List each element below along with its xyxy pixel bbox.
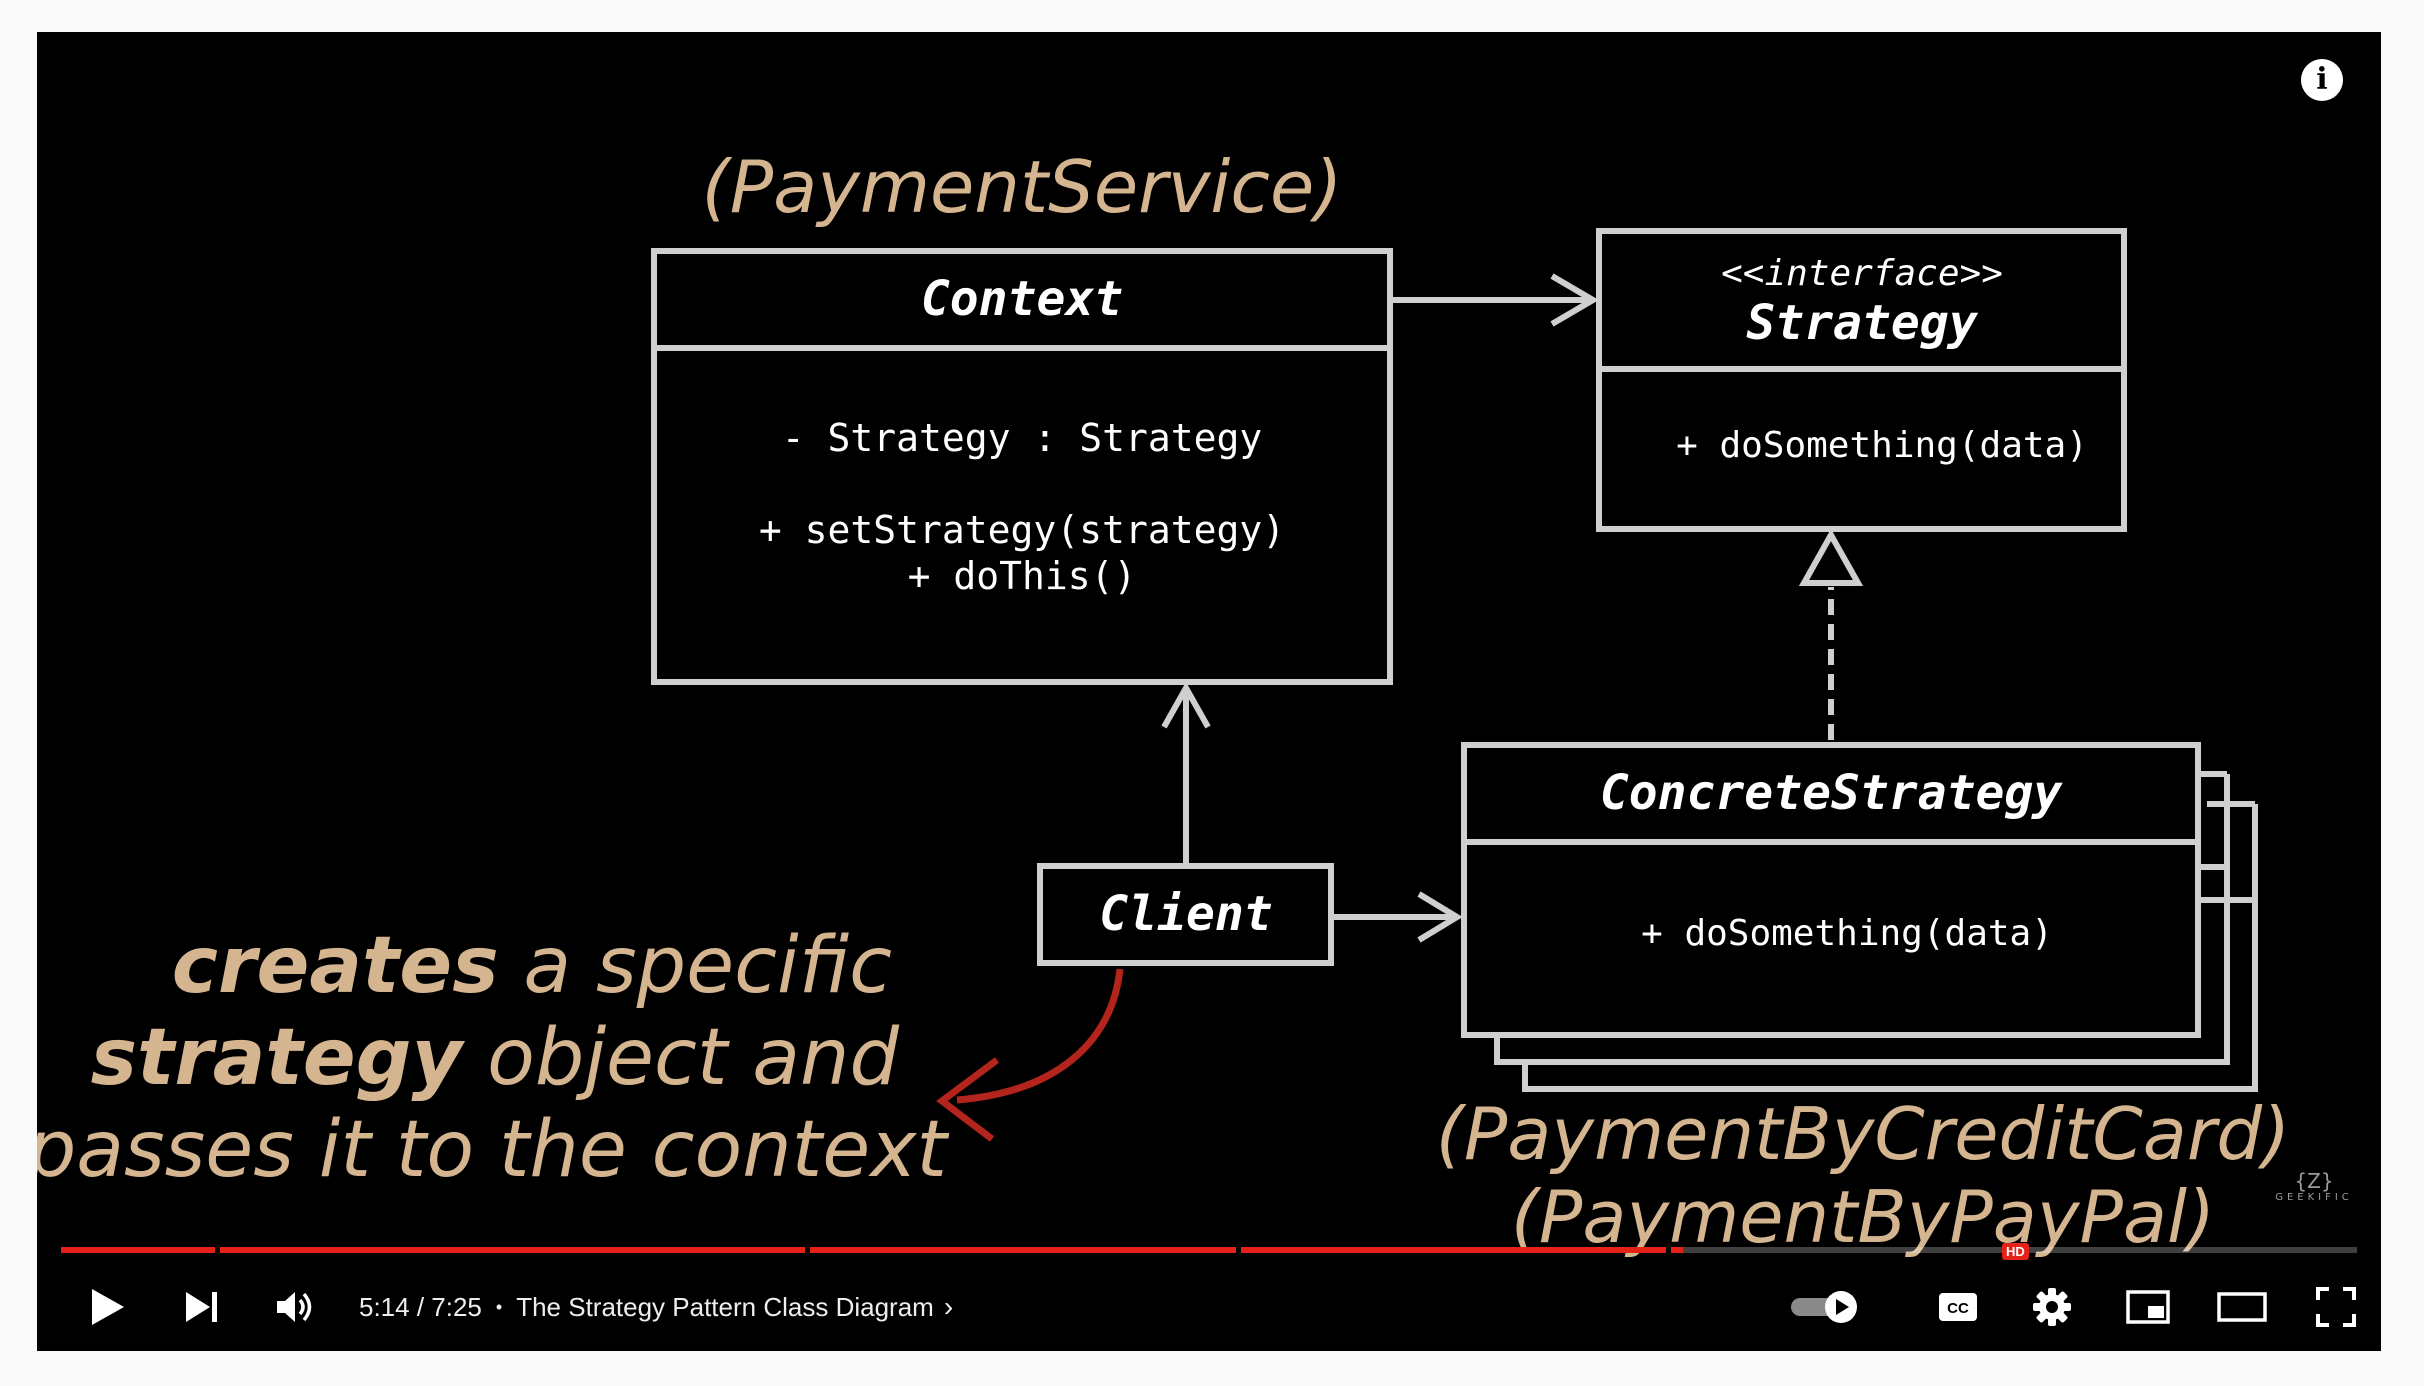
- channel-watermark[interactable]: {Z} GEEKIFIC: [2269, 1170, 2359, 1203]
- play-button[interactable]: [73, 1272, 143, 1342]
- chevron-right-icon[interactable]: ›: [943, 1291, 954, 1322]
- settings-button[interactable]: [2017, 1272, 2087, 1342]
- client-class-title: Client: [1099, 886, 1272, 942]
- volume-button[interactable]: [261, 1272, 331, 1342]
- concrete-strategy-title: ConcreteStrategy: [1600, 765, 2063, 821]
- progress-played-fill: [1670, 1247, 1684, 1253]
- watermark-text: GEEKIFIC: [2275, 1192, 2353, 1203]
- fullscreen-icon: [2316, 1287, 2356, 1327]
- context-class-title: Context: [921, 271, 1123, 327]
- progress-played-fill: [1241, 1247, 1666, 1253]
- annotation-line-3: passes it to the context: [37, 1105, 949, 1195]
- progress-chapter-segment[interactable]: [1241, 1247, 1666, 1253]
- annotation-line-2: strategy object and: [91, 1013, 900, 1103]
- strategy-method: + doSomething(data): [1676, 425, 2088, 466]
- settings-icon: [2033, 1288, 2071, 1326]
- context-method-set-strategy: + setStrategy(strategy): [759, 508, 1285, 552]
- context-class-box: Context - Strategy : Strategy + setStrat…: [651, 248, 1393, 685]
- progress-chapter-segment[interactable]: [809, 1247, 1237, 1253]
- concrete-strategy-stack: [1494, 771, 2258, 1092]
- play-icon: [92, 1289, 124, 1325]
- progress-chapter-segment[interactable]: [61, 1247, 215, 1253]
- context-method-do-this: + doThis(): [908, 554, 1137, 598]
- strategy-stereotype: <<interface>>: [1721, 253, 2003, 294]
- realization-arrow: [1798, 528, 1864, 740]
- theater-mode-icon: [2217, 1292, 2267, 1322]
- concrete-strategy-method: + doSomething(data): [1641, 913, 2053, 954]
- context-service-label: (PaymentService): [702, 145, 1343, 229]
- next-button[interactable]: [167, 1272, 237, 1342]
- captions-button[interactable]: CC: [1923, 1272, 1993, 1342]
- autoplay-toggle-icon: [1791, 1291, 1857, 1323]
- context-field: - Strategy : Strategy: [782, 416, 1262, 460]
- strategy-interface-box: <<interface>> Strategy + doSomething(dat…: [1596, 228, 2127, 532]
- context-strategy-association-arrow: [1390, 273, 1599, 327]
- strategy-class-title: Strategy: [1746, 295, 1978, 351]
- player-controls: 5:14 / 7:25 • The Strategy Pattern Class…: [37, 1272, 2381, 1342]
- video-frame: (PaymentService) Context - Strategy : St…: [37, 145, 2290, 1259]
- fullscreen-button[interactable]: [2301, 1272, 2371, 1342]
- annotation-arrow: [936, 968, 1124, 1142]
- video-player[interactable]: (PaymentService) Context - Strategy : St…: [37, 32, 2381, 1351]
- chapter-title[interactable]: The Strategy Pattern Class Diagram: [516, 1291, 934, 1322]
- autoplay-toggle[interactable]: [1785, 1272, 1865, 1342]
- annotation-line-1: creates a specific: [172, 921, 892, 1011]
- concrete-label-credit-card: (PaymentByCreditCard): [1436, 1092, 2290, 1176]
- volume-icon: [277, 1292, 312, 1322]
- progress-chapter-segment[interactable]: [219, 1247, 805, 1253]
- time-and-chapter: 5:14 / 7:25 • The Strategy Pattern Class…: [359, 1272, 953, 1342]
- progress-played-fill: [809, 1247, 1237, 1253]
- miniplayer-icon: [2126, 1290, 2170, 1324]
- miniplayer-button[interactable]: [2113, 1272, 2183, 1342]
- info-icon[interactable]: i: [2301, 59, 2343, 101]
- hd-badge: HD: [2002, 1243, 2029, 1260]
- client-class-box: Client: [1037, 863, 1334, 966]
- client-concrete-arrow: [1331, 891, 1463, 943]
- watermark-logo: {Z}: [2294, 1169, 2334, 1193]
- next-icon: [186, 1292, 217, 1322]
- progress-played-fill: [61, 1247, 215, 1253]
- concrete-strategy-class-box: ConcreteStrategy + doSomething(data): [1461, 742, 2201, 1038]
- svg-text:CC: CC: [1947, 1300, 1969, 1317]
- client-context-arrow: [1161, 681, 1211, 866]
- time-separator: •: [495, 1296, 503, 1317]
- progress-played-fill: [219, 1247, 805, 1253]
- captions-icon: CC: [1939, 1293, 1977, 1321]
- time-display: 5:14 / 7:25: [359, 1291, 482, 1322]
- theater-mode-button[interactable]: [2207, 1272, 2277, 1342]
- concrete-label-paypal: (PaymentByPayPal): [1511, 1175, 2215, 1259]
